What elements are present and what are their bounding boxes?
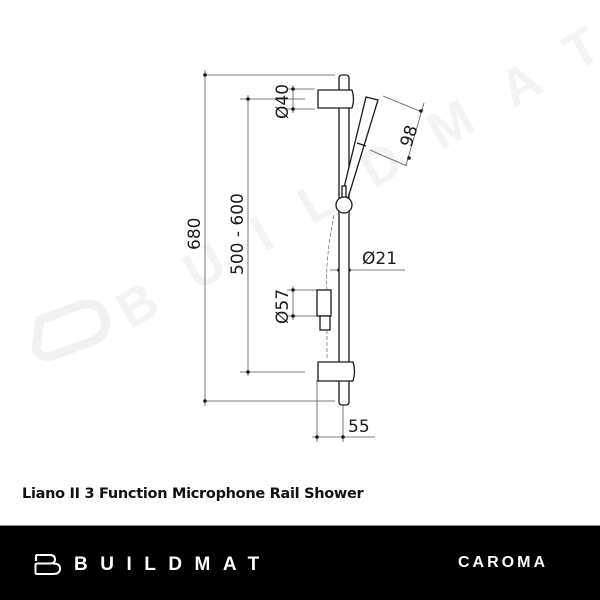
dim-500-600: 500 - 600 [228,193,248,275]
technical-drawing: BUILDMAT [31,0,600,442]
buildmat-logo-icon [34,554,61,575]
footer-bar: BUILDMAT CAROMA [0,525,600,600]
wall-outlet [316,289,332,317]
rail [338,74,350,406]
hose [326,214,335,360]
buildmat-logo-text: BUILDMAT [74,553,272,575]
dimension-dots [203,73,423,439]
dim-55: 55 [348,417,370,437]
product-title: Liano II 3 Function Microphone Rail Show… [22,486,364,502]
top-bracket [317,89,355,109]
bottom-bracket [317,361,356,382]
dim-680: 680 [185,218,205,250]
watermark [31,299,110,361]
buildmat-logo[interactable]: BUILDMAT [34,553,272,576]
caroma-logo[interactable]: CAROMA [458,554,548,571]
slider-knob [335,196,353,214]
dim-diameter-57: Ø57 [273,289,293,324]
rail-shower-outline [316,74,379,406]
dim-diameter-40: Ø40 [273,84,293,119]
dim-diameter-21: Ø21 [362,249,397,269]
